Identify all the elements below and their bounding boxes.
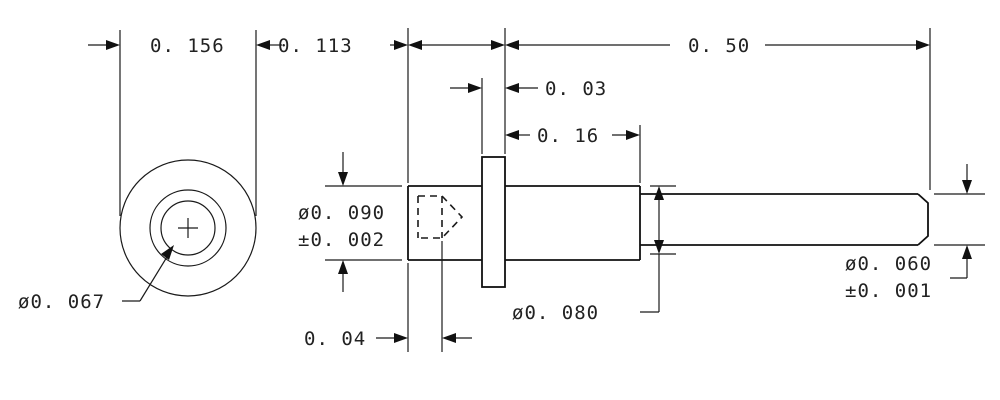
arrow-head xyxy=(468,83,482,93)
dim-head-length: 0. 113 xyxy=(278,35,353,57)
arrow-head xyxy=(161,245,174,260)
arrow-head xyxy=(654,240,664,254)
arrow-head xyxy=(256,40,270,50)
arrow-head xyxy=(338,172,348,186)
arrow-head xyxy=(491,40,505,50)
arrow-head xyxy=(394,40,408,50)
dim-pin-diameter: ø0. 060 xyxy=(845,253,932,275)
middle-circle xyxy=(149,189,227,267)
arrow-head xyxy=(408,40,422,50)
dim-shoulder-length: 0. 16 xyxy=(537,125,599,147)
hidden-bore-outline xyxy=(418,195,464,239)
dim-flange-thickness: 0. 03 xyxy=(545,78,607,100)
arrow-head xyxy=(394,333,408,343)
arrow-head xyxy=(442,333,456,343)
arrow-head xyxy=(626,130,640,140)
arrow-head xyxy=(505,40,519,50)
arrow-head xyxy=(505,130,519,140)
arrow-head xyxy=(916,40,930,50)
dim-pin-diameter-tol: ±0. 001 xyxy=(845,280,932,302)
arrow-head xyxy=(654,186,664,200)
arrow-head xyxy=(962,245,972,259)
pin-chamfer xyxy=(917,193,929,246)
dim-bore-diameter: ø0. 067 xyxy=(18,291,105,313)
dim-end-view-width: 0. 156 xyxy=(150,35,225,57)
dim-head-diameter-tol: ±0. 002 xyxy=(298,229,385,251)
side-view: 0. 113 0. 50 0. 03 0. 16 ø0. 090 ±0. 002 xyxy=(278,28,985,352)
arrow-head xyxy=(338,260,348,274)
arrow-head xyxy=(962,180,972,194)
dim-bore-depth: 0. 04 xyxy=(304,328,366,350)
leader-line xyxy=(139,251,171,302)
outer-circle xyxy=(119,159,257,297)
arrow-head xyxy=(505,83,519,93)
end-view: 0. 156 ø0. 067 xyxy=(18,30,282,313)
flange xyxy=(481,156,506,288)
dim-overall-length: 0. 50 xyxy=(688,35,750,57)
dim-head-diameter: ø0. 090 xyxy=(298,202,385,224)
arrow-head xyxy=(106,40,120,50)
bore-circle xyxy=(160,200,216,256)
dim-shoulder-diameter: ø0. 080 xyxy=(512,302,599,324)
